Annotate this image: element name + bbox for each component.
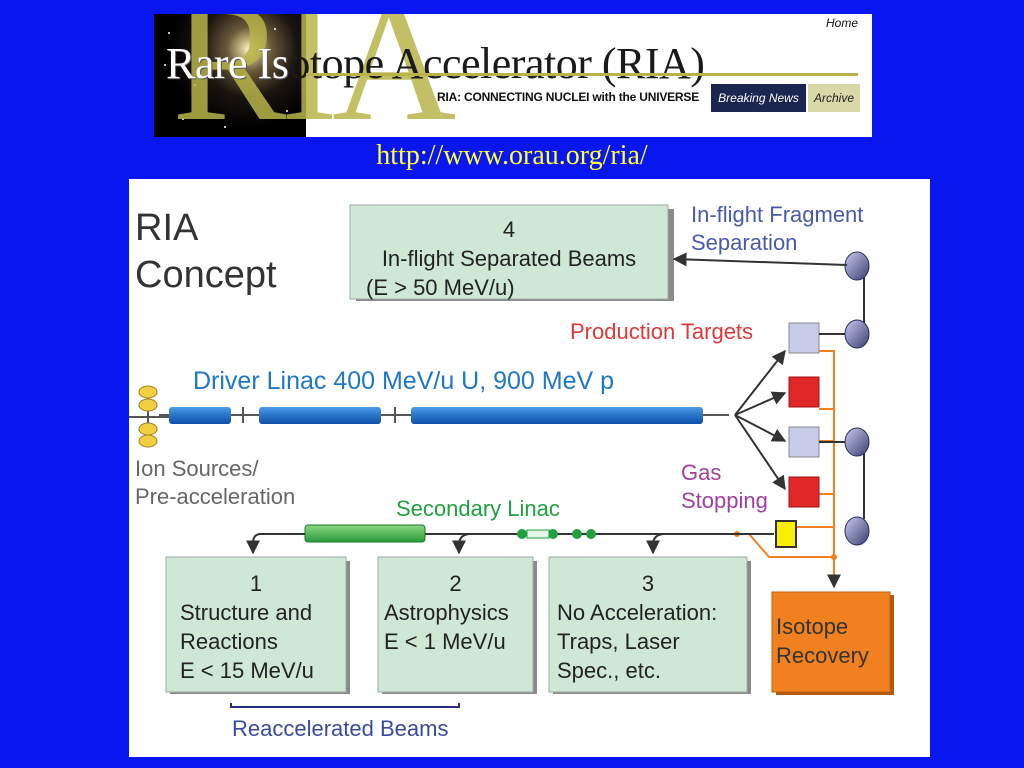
in-flight-line1: In-flight Fragment bbox=[691, 202, 864, 227]
home-link[interactable]: Home bbox=[825, 16, 858, 30]
target-arrows bbox=[734, 349, 787, 491]
production-targets bbox=[775, 322, 820, 548]
isotope-recovery-label: Isotope Recovery bbox=[776, 612, 869, 670]
ria-concept-diagram: RIA Concept 4 In-flight Separated Beams … bbox=[129, 179, 930, 757]
box3-line3: Spec., etc. bbox=[557, 658, 661, 683]
box2-line1: Astrophysics bbox=[384, 600, 509, 625]
isotope-line1: Isotope bbox=[776, 614, 849, 639]
gas-stopping-cell bbox=[775, 520, 797, 548]
ion-source-symbols bbox=[129, 385, 169, 448]
box3-line1: No Acceleration: bbox=[557, 600, 718, 625]
box4-line2: (E > 50 MeV/u) bbox=[366, 275, 515, 300]
box-no-acceleration bbox=[548, 556, 748, 693]
target-1 bbox=[788, 322, 820, 354]
breaking-news-link[interactable]: Breaking News bbox=[711, 84, 806, 112]
reaccelerated-bracket bbox=[230, 703, 460, 708]
banner-title: Rare Isotope Accelerator (RIA) bbox=[166, 38, 705, 89]
isotope-line2: Recovery bbox=[776, 643, 869, 668]
secondary-linac-label: Secondary Linac bbox=[396, 496, 560, 521]
ion-sources-label: Ion Sources/ Pre-acceleration bbox=[135, 455, 295, 511]
target-2 bbox=[788, 376, 820, 408]
gas-line2: Stopping bbox=[681, 488, 768, 513]
box1-text: 1 Structure and Reactions E < 15 MeV/u bbox=[166, 569, 346, 685]
diagram-title: RIA Concept bbox=[135, 205, 277, 299]
banner-divider bbox=[306, 73, 858, 76]
diagram-title-line2: Concept bbox=[135, 254, 277, 296]
driver-linac-label: Driver Linac 400 MeV/u U, 900 MeV p bbox=[193, 367, 615, 395]
box-structure-and-reactions bbox=[165, 556, 347, 693]
box4-text: 4 In-flight Separated Beams (E > 50 MeV/… bbox=[350, 215, 668, 302]
diagram-title-line1: RIA bbox=[135, 207, 199, 249]
box3-line2: Traps, Laser bbox=[557, 629, 680, 654]
box4-number: 4 bbox=[502, 217, 516, 242]
archive-link[interactable]: Archive bbox=[808, 84, 860, 112]
box2-line2: E < 1 MeV/u bbox=[384, 629, 506, 654]
box-isotope-recovery bbox=[771, 591, 891, 693]
ion-sources-line1: Ion Sources/ bbox=[135, 456, 259, 481]
target-4 bbox=[788, 476, 820, 508]
secondary-linac-tube bbox=[304, 524, 426, 543]
banner-tagline: RIA: CONNECTING NUCLEI with the UNIVERSE bbox=[437, 90, 700, 104]
fragment-separator bbox=[672, 251, 870, 546]
box2-number: 2 bbox=[449, 571, 462, 596]
driver-linac-segment-1 bbox=[169, 407, 231, 424]
box3-number: 3 bbox=[641, 571, 655, 596]
box1-number: 1 bbox=[249, 571, 263, 596]
url-link[interactable]: http://www.orau.org/ria/ bbox=[376, 140, 648, 171]
driver-linac bbox=[159, 407, 729, 424]
box1-line2: Reactions bbox=[180, 629, 278, 654]
ion-sources-line2: Pre-acceleration bbox=[135, 484, 296, 509]
target-3 bbox=[788, 426, 820, 458]
box4-line1: In-flight Separated Beams bbox=[381, 246, 637, 271]
diagram-graphics bbox=[129, 204, 894, 708]
beam-drop-arrows bbox=[246, 533, 666, 555]
box-astrophysics bbox=[377, 556, 534, 693]
production-targets-label: Production Targets bbox=[570, 319, 754, 344]
secondary-linac bbox=[259, 524, 774, 543]
banner-title-part1: Rare Is bbox=[166, 39, 289, 88]
reaccelerated-beams-label: Reaccelerated Beams bbox=[232, 716, 449, 741]
box1-line1: Structure and bbox=[180, 600, 313, 625]
box1-line3: E < 15 MeV/u bbox=[180, 658, 314, 683]
banner-title-part2: otope Accelerator (RIA) bbox=[288, 39, 705, 88]
box2-text: 2 Astrophysics E < 1 MeV/u bbox=[378, 569, 533, 656]
box3-text: 3 No Acceleration: Traps, Laser Spec., e… bbox=[549, 569, 747, 685]
in-flight-fragment-label: In-flight Fragment Separation bbox=[691, 201, 863, 257]
banner-galaxy-image bbox=[154, 14, 306, 137]
gas-line1: Gas bbox=[681, 460, 722, 485]
ria-banner: RIA Rare Isotope Accelerator (RIA) Home … bbox=[154, 14, 872, 137]
driver-linac-segment-3 bbox=[411, 407, 703, 424]
box-in-flight-separated-beams bbox=[349, 204, 669, 300]
driver-linac-segment-2 bbox=[259, 407, 381, 424]
gas-stopping-label: Gas Stopping bbox=[681, 459, 768, 515]
in-flight-line2: Separation bbox=[691, 230, 798, 255]
